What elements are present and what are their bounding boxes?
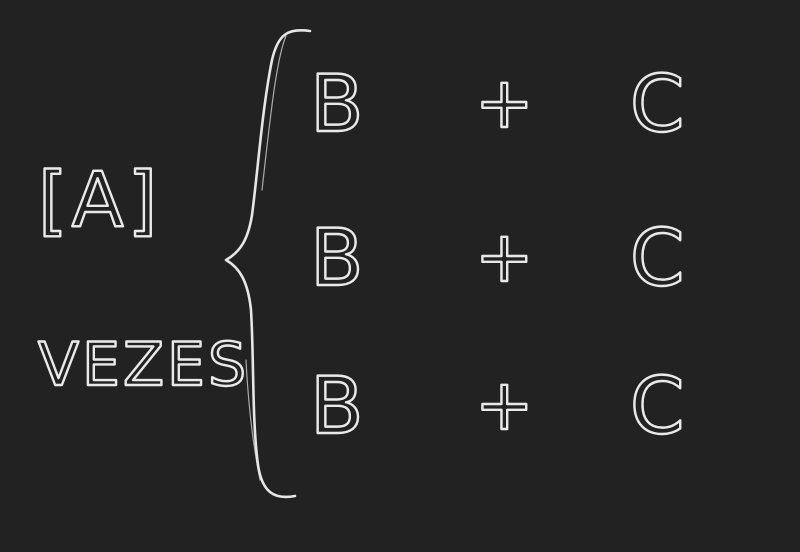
label-vezes: VEZES [38,330,249,400]
row-2-term-b: B [310,214,364,304]
row-1-term-b: B [310,60,364,150]
row-3-plus-sign: + [475,364,534,446]
row-1-term-c: C [630,60,684,150]
row-1-plus-sign: + [475,62,534,144]
curly-brace [224,29,312,499]
row-3-term-b: B [310,362,364,452]
curly-brace-shadow [245,35,287,481]
row-3-term-c: C [630,362,684,452]
label-count-a: [A] [38,155,161,244]
row-2-term-c: C [630,214,684,304]
row-2-plus-sign: + [475,216,534,298]
